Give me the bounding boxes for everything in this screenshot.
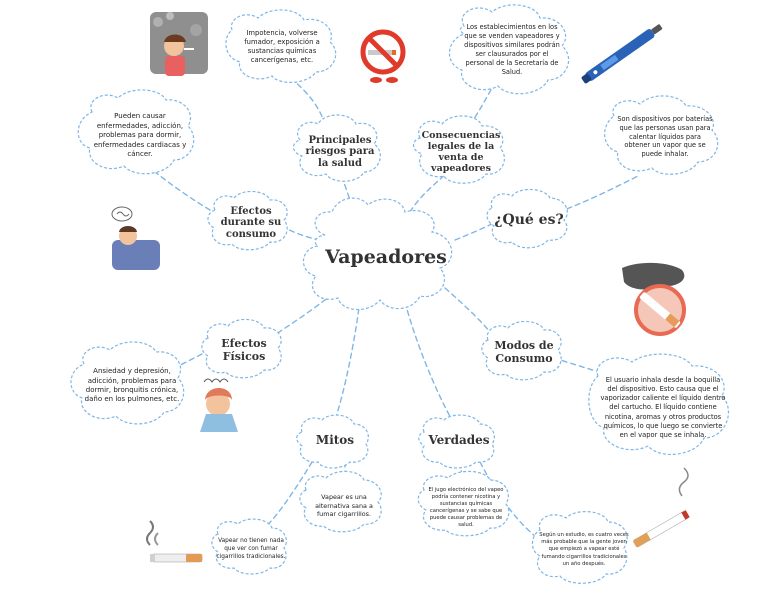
detail-mito-1: Vapear es una alternativa sana a fumar c… — [315, 493, 373, 519]
efectos-fisicos-cloud — [201, 318, 282, 379]
branch-mitos: Mitos — [315, 433, 355, 448]
verdad-2-detail-cloud — [531, 511, 628, 584]
sick-person-in-bed-icon — [111, 206, 160, 270]
connector-mitos — [334, 299, 361, 421]
efectos-consumo-detail-cloud — [77, 89, 195, 175]
detail-modos: El usuario inhala desde la boquilla del … — [600, 376, 726, 439]
detail-mito-2: Vapear no tienen nada que ver con fumar … — [216, 538, 286, 560]
branch-verdades: Verdades — [428, 433, 490, 448]
verdad-1-detail-cloud — [417, 470, 510, 537]
center-title: Vapeadores — [325, 246, 447, 269]
detail-riesgos: Impotencia, volverse fumador, exposición… — [244, 28, 320, 65]
verdades-cloud — [418, 414, 495, 469]
connector-verdad-2 — [479, 461, 541, 541]
que-es-cloud — [486, 188, 568, 249]
no-smoking-sign-icon — [360, 29, 406, 83]
detail-efectos-consumo: Pueden causar enfermedades, adicción, pr… — [93, 112, 187, 159]
connector-riesgos-detail — [287, 74, 326, 126]
detail-verdad-1: El jugo electrónico del vapeo podría con… — [428, 486, 504, 529]
modos-detail-cloud — [588, 353, 730, 455]
connector-modos — [444, 287, 496, 339]
connector-verdades — [404, 301, 453, 421]
center-cloud — [302, 197, 453, 311]
smoking-person-icon — [150, 12, 208, 76]
efectos-fisicos-detail-cloud — [70, 341, 185, 425]
riesgos-cloud — [292, 114, 381, 182]
cigarette-smoke-icon — [146, 520, 203, 563]
que-es-detail-cloud — [604, 95, 719, 175]
branch-efectos-fisicos: Efectos Físicos — [221, 337, 267, 363]
detail-legales: Los establecimientos en los que se vende… — [464, 23, 560, 76]
lit-cigarette-icon — [633, 467, 690, 548]
connector-efectos-consumo-detail — [149, 167, 211, 211]
riesgos-detail-cloud — [225, 9, 337, 83]
detail-verdad-2: Según un estudio, es cuatro veces más pr… — [539, 532, 629, 567]
efectos-consumo-cloud — [207, 190, 288, 251]
detail-efectos-fisicos: Ansiedad y depresión, adicción, problema… — [84, 367, 180, 404]
branch-legales: Consecuencias legales de la venta de vap… — [421, 130, 501, 174]
stressed-person-icon — [200, 378, 238, 432]
no-smoking-cigarette-icon — [622, 262, 686, 336]
connector-mito-2 — [261, 461, 313, 531]
mito-2-detail-cloud — [211, 518, 287, 575]
connector-legales — [409, 169, 451, 213]
branch-riesgos: Principales riesgos para la salud — [305, 134, 375, 169]
legales-detail-cloud — [448, 4, 570, 95]
modos-cloud — [481, 320, 562, 381]
detail-que-es: Son dispositivos por baterías que las pe… — [617, 114, 713, 159]
branch-modos: Modos de Consumo — [494, 339, 554, 365]
mito-1-detail-cloud — [299, 470, 382, 533]
mitos-cloud — [296, 414, 369, 469]
branch-que-es: ¿Qué es? — [494, 211, 564, 228]
branch-efectos-consumo: Efectos durante su consumo — [220, 205, 282, 240]
legales-cloud — [412, 115, 505, 184]
vape-pen-icon — [581, 24, 663, 84]
